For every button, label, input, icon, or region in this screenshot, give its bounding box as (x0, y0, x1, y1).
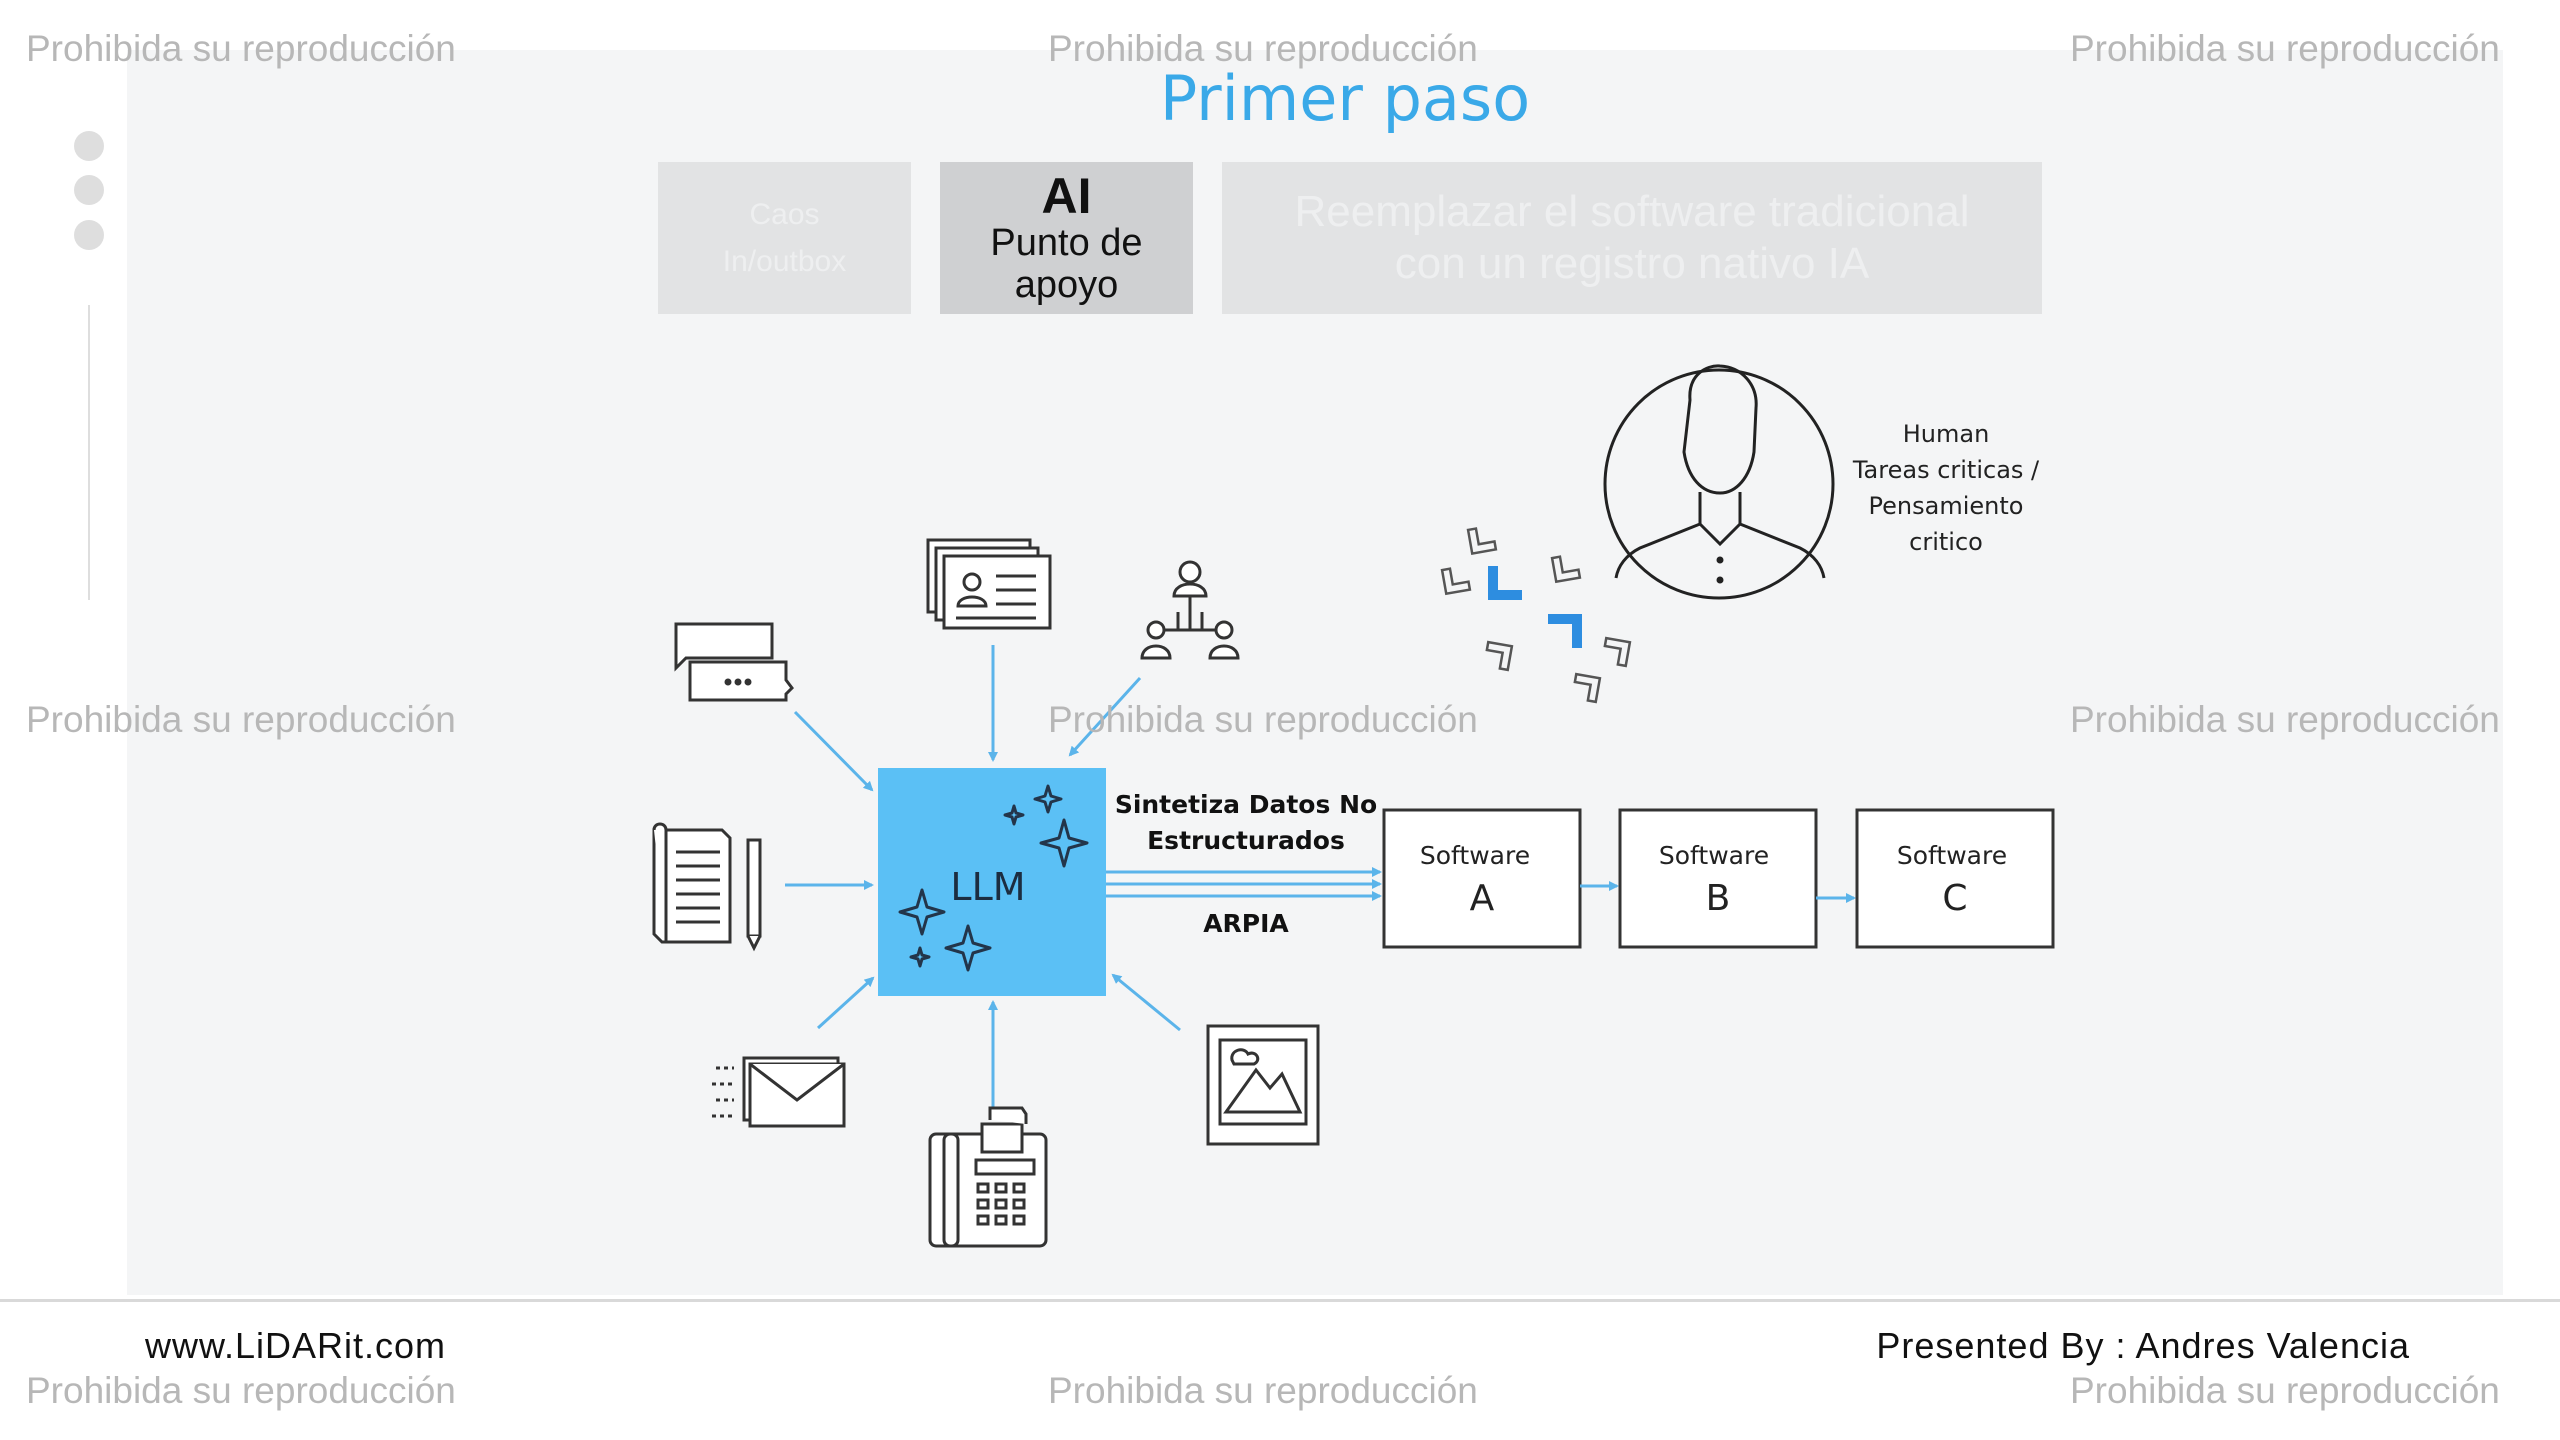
software-c-letter: C (1942, 878, 1967, 919)
watermark-mid-left: Prohibida su reproducción (26, 699, 456, 740)
footer-presenter: Presented By : Andres Valencia (1876, 1325, 2410, 1366)
software-a-letter: A (1470, 878, 1495, 919)
nav-line (88, 305, 90, 600)
tab-reemplazar[interactable]: Reemplazar el software tradicional con u… (1222, 162, 2042, 314)
arrow-image-to-llm (1111, 973, 1181, 1032)
exchange-arrows-icon (1440, 527, 1632, 704)
tab-caos[interactable]: Caos In/outbox (658, 162, 911, 314)
software-a-label: Software (1420, 841, 1530, 870)
org-chart-icon (1140, 560, 1240, 660)
software-b-label: Software (1659, 841, 1769, 870)
watermark-bottom-left: Prohibida su reproducción (26, 1370, 456, 1411)
tab-caos-line1: Caos (749, 198, 820, 231)
tab-ai-line2: Punto de (990, 222, 1143, 264)
tab-ai-line1: AI (1041, 168, 1092, 224)
sparkles-icon (898, 784, 1089, 972)
software-c-label: Software (1897, 841, 2007, 870)
page-title: Primer paso (1159, 62, 1531, 135)
flow-label-line1: Sintetiza Datos No (1115, 790, 1377, 819)
watermark-top-center: Prohibida su reproducción (1048, 28, 1478, 69)
human-label-4: critico (1909, 528, 1983, 556)
contact-cards-icon (926, 538, 1052, 630)
nav-dot-3[interactable] (74, 220, 104, 250)
nav-dot-2[interactable] (74, 175, 104, 205)
footer-website-link[interactable]: www.LiDARit.com (145, 1325, 447, 1366)
tab-reemplazar-line2: con un registro nativo IA (1394, 239, 1870, 288)
chat-icon (674, 622, 794, 702)
fax-icon (928, 1106, 1048, 1248)
document-pen-icon (652, 822, 762, 952)
chevron-blue-left-icon (1488, 566, 1522, 600)
watermark-bottom-center: Prohibida su reproducción (1048, 1370, 1478, 1411)
human-label-1: Human (1903, 420, 1990, 448)
arrow-chat-to-llm (793, 710, 874, 792)
arrow-org-to-llm (1068, 676, 1142, 757)
flow-label-arpia: ARPIA (1203, 909, 1289, 938)
watermark-top-left: Prohibida su reproducción (26, 28, 456, 69)
watermark-mid-right: Prohibida su reproducción (2070, 699, 2500, 740)
software-box-b: Software B (1618, 808, 1818, 949)
email-icon (712, 1056, 846, 1128)
llm-label: LLM (950, 865, 1025, 909)
tab-caos-line2: In/outbox (722, 245, 847, 278)
human-label-3: Pensamiento (1869, 492, 2024, 520)
watermark-top-right: Prohibida su reproducción (2070, 28, 2500, 69)
human-label-2: Tareas criticas / (1852, 456, 2040, 484)
chevron-blue-right-icon (1548, 614, 1582, 648)
flow-label-line2: Estructurados (1147, 826, 1345, 855)
arrow-email-to-llm (816, 976, 875, 1030)
software-b-letter: B (1706, 878, 1731, 919)
tab-ai-punto-de-apoyo[interactable]: AI Punto de apoyo (940, 162, 1193, 314)
software-box-a: Software A (1382, 808, 1582, 949)
nav-dot-1[interactable] (74, 131, 104, 161)
tab-reemplazar-line1: Reemplazar el software tradicional (1294, 187, 1970, 236)
human-avatar-icon (1603, 364, 1835, 600)
watermark-mid-center: Prohibida su reproducción (1048, 699, 1478, 740)
software-box-c: Software C (1855, 808, 2055, 949)
watermark-bottom-right: Prohibida su reproducción (2070, 1370, 2500, 1411)
image-icon (1206, 1024, 1320, 1146)
footer-divider (0, 1299, 2560, 1302)
tab-ai-line3: apoyo (1014, 264, 1119, 306)
